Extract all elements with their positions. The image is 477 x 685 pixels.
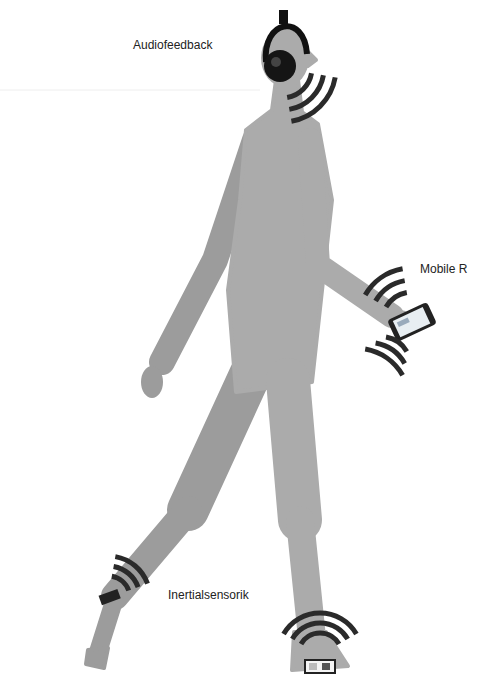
ankle-sensor	[99, 589, 121, 605]
body	[228, 29, 412, 670]
headphones	[264, 10, 307, 82]
phone	[387, 302, 437, 342]
back-limbs	[86, 140, 255, 668]
radio-waves	[112, 73, 407, 644]
scan-line	[0, 90, 260, 91]
part-label: Mobile R	[420, 262, 467, 276]
foot-sensor	[305, 660, 335, 673]
part-label: Audiofeedback	[133, 38, 212, 52]
part-label: Inertialsensorik	[168, 588, 249, 602]
